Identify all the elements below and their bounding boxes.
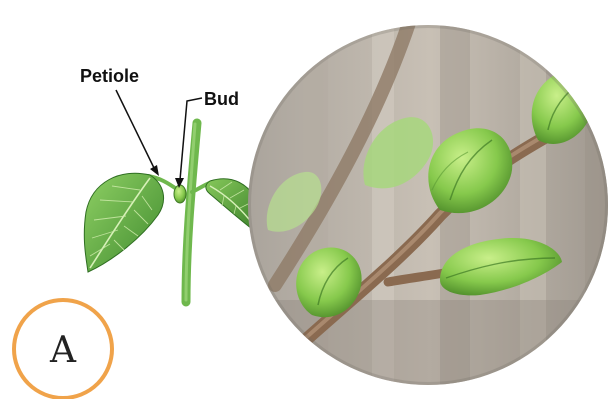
left-leaf bbox=[84, 173, 163, 272]
plant-illustration bbox=[84, 123, 260, 302]
bud-label-group: Bud bbox=[175, 89, 239, 188]
bud-photo bbox=[240, 20, 612, 399]
petiole-arrowhead bbox=[150, 165, 159, 176]
petiole-pointer-line bbox=[116, 90, 155, 170]
petiole-label-group: Petiole bbox=[80, 66, 159, 176]
panel-label-badge: A bbox=[14, 300, 112, 398]
petiole-label: Petiole bbox=[80, 66, 139, 86]
panel-letter: A bbox=[49, 330, 77, 371]
bud-label: Bud bbox=[204, 89, 239, 109]
bud bbox=[174, 185, 186, 203]
